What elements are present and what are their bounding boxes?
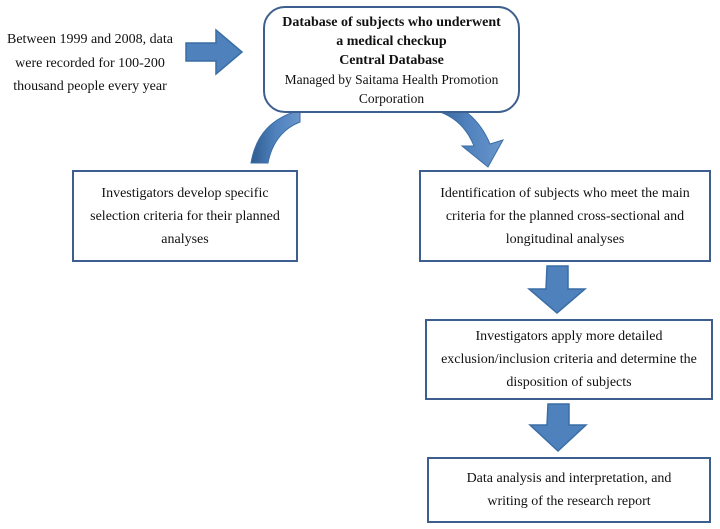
selection-criteria-box: Investigators develop specific selection… (72, 170, 298, 262)
intro-line: Between 1999 and 2008, data (6, 32, 173, 47)
data-analysis-line: writing of the research report (487, 494, 651, 509)
down-arrow-1 (526, 265, 588, 314)
detailed-criteria-line: exclusion/inclusion criteria and determi… (441, 352, 697, 367)
intro-line: thousand people every year (13, 79, 167, 94)
central-title-line: a medical checkup (336, 34, 447, 49)
detailed-criteria-line: Investigators apply more detailed (475, 329, 663, 344)
central-managed-line: Corporation (358, 91, 425, 106)
central-title-line: Database of subjects who underwent (282, 15, 501, 30)
down-arrow-2 (528, 403, 588, 453)
data-analysis-line: Data analysis and interpretation, and (466, 471, 672, 486)
selection-criteria-line: Investigators develop specific (101, 185, 269, 201)
selection-criteria-line: analyses (161, 231, 209, 247)
detailed-criteria-box: Investigators apply more detailed exclus… (425, 319, 713, 400)
subject-identification-box: Identification of subjects who meet the … (419, 170, 711, 262)
selection-criteria-line: selection criteria for their planned (90, 208, 280, 224)
intro-text: Between 1999 and 2008, data were recorde… (4, 28, 176, 99)
central-subtitle: Central Database (339, 53, 444, 68)
subject-identification-line: longitudinal analyses (505, 231, 625, 247)
subject-identification-line: criteria for the planned cross-sectional… (445, 208, 685, 224)
detailed-criteria-line: disposition of subjects (506, 375, 632, 390)
subject-identification-line: Identification of subjects who meet the … (440, 185, 690, 201)
data-analysis-box: Data analysis and interpretation, and wr… (427, 457, 711, 523)
intro-line: were recorded for 100-200 (15, 55, 165, 71)
intro-to-database-arrow (185, 28, 244, 76)
left-curved-connector (250, 109, 301, 164)
central-database-box: Database of subjects who underwent a med… (263, 6, 520, 113)
central-managed-line: Managed by Saitama Health Promotion (284, 72, 499, 87)
